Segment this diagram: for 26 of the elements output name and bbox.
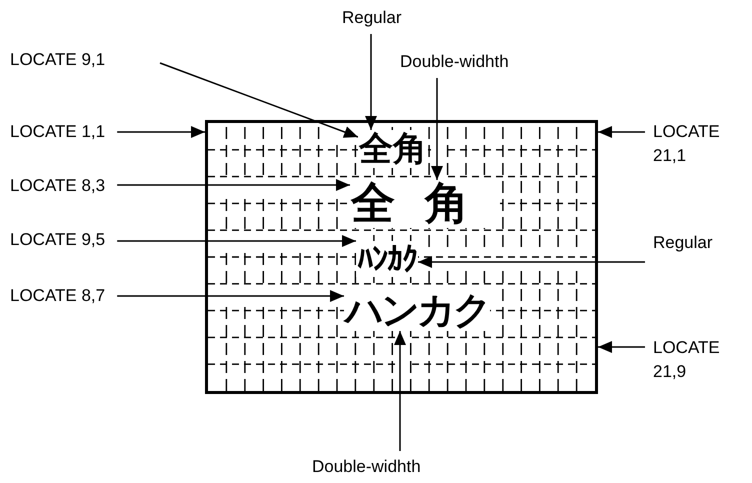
arrow — [117, 235, 356, 247]
callout-label: Double-widhth — [312, 455, 421, 479]
callout-label: LOCATE 8,3 — [10, 174, 106, 198]
arrow — [117, 126, 205, 138]
callout-label: Double-widhth — [400, 50, 509, 74]
callout-label: LOCATE 1,1 — [10, 120, 106, 144]
callout-label: LOCATE 21,1 — [653, 120, 733, 168]
callout-label: LOCATE 21,9 — [653, 336, 733, 384]
callout-label: LOCATE 9,1 — [10, 48, 106, 72]
arrow — [365, 34, 377, 130]
callout-label: Regular — [653, 231, 713, 255]
arrow — [598, 341, 645, 353]
screen-text: ハンカク — [344, 289, 490, 331]
arrow — [160, 62, 358, 138]
arrow — [598, 126, 645, 138]
screen-text: ﾊﾝｶｸ — [356, 241, 418, 277]
arrow — [418, 256, 645, 268]
screen-text: 全角 — [350, 180, 500, 228]
arrow — [117, 179, 350, 191]
arrow — [117, 290, 344, 302]
arrow — [431, 78, 443, 180]
callout-label: Regular — [342, 6, 402, 30]
screen-text: 全角 — [358, 130, 428, 168]
callout-label: LOCATE 9,5 — [10, 228, 106, 252]
arrow — [394, 331, 406, 451]
callout-label: LOCATE 8,7 — [10, 284, 106, 308]
